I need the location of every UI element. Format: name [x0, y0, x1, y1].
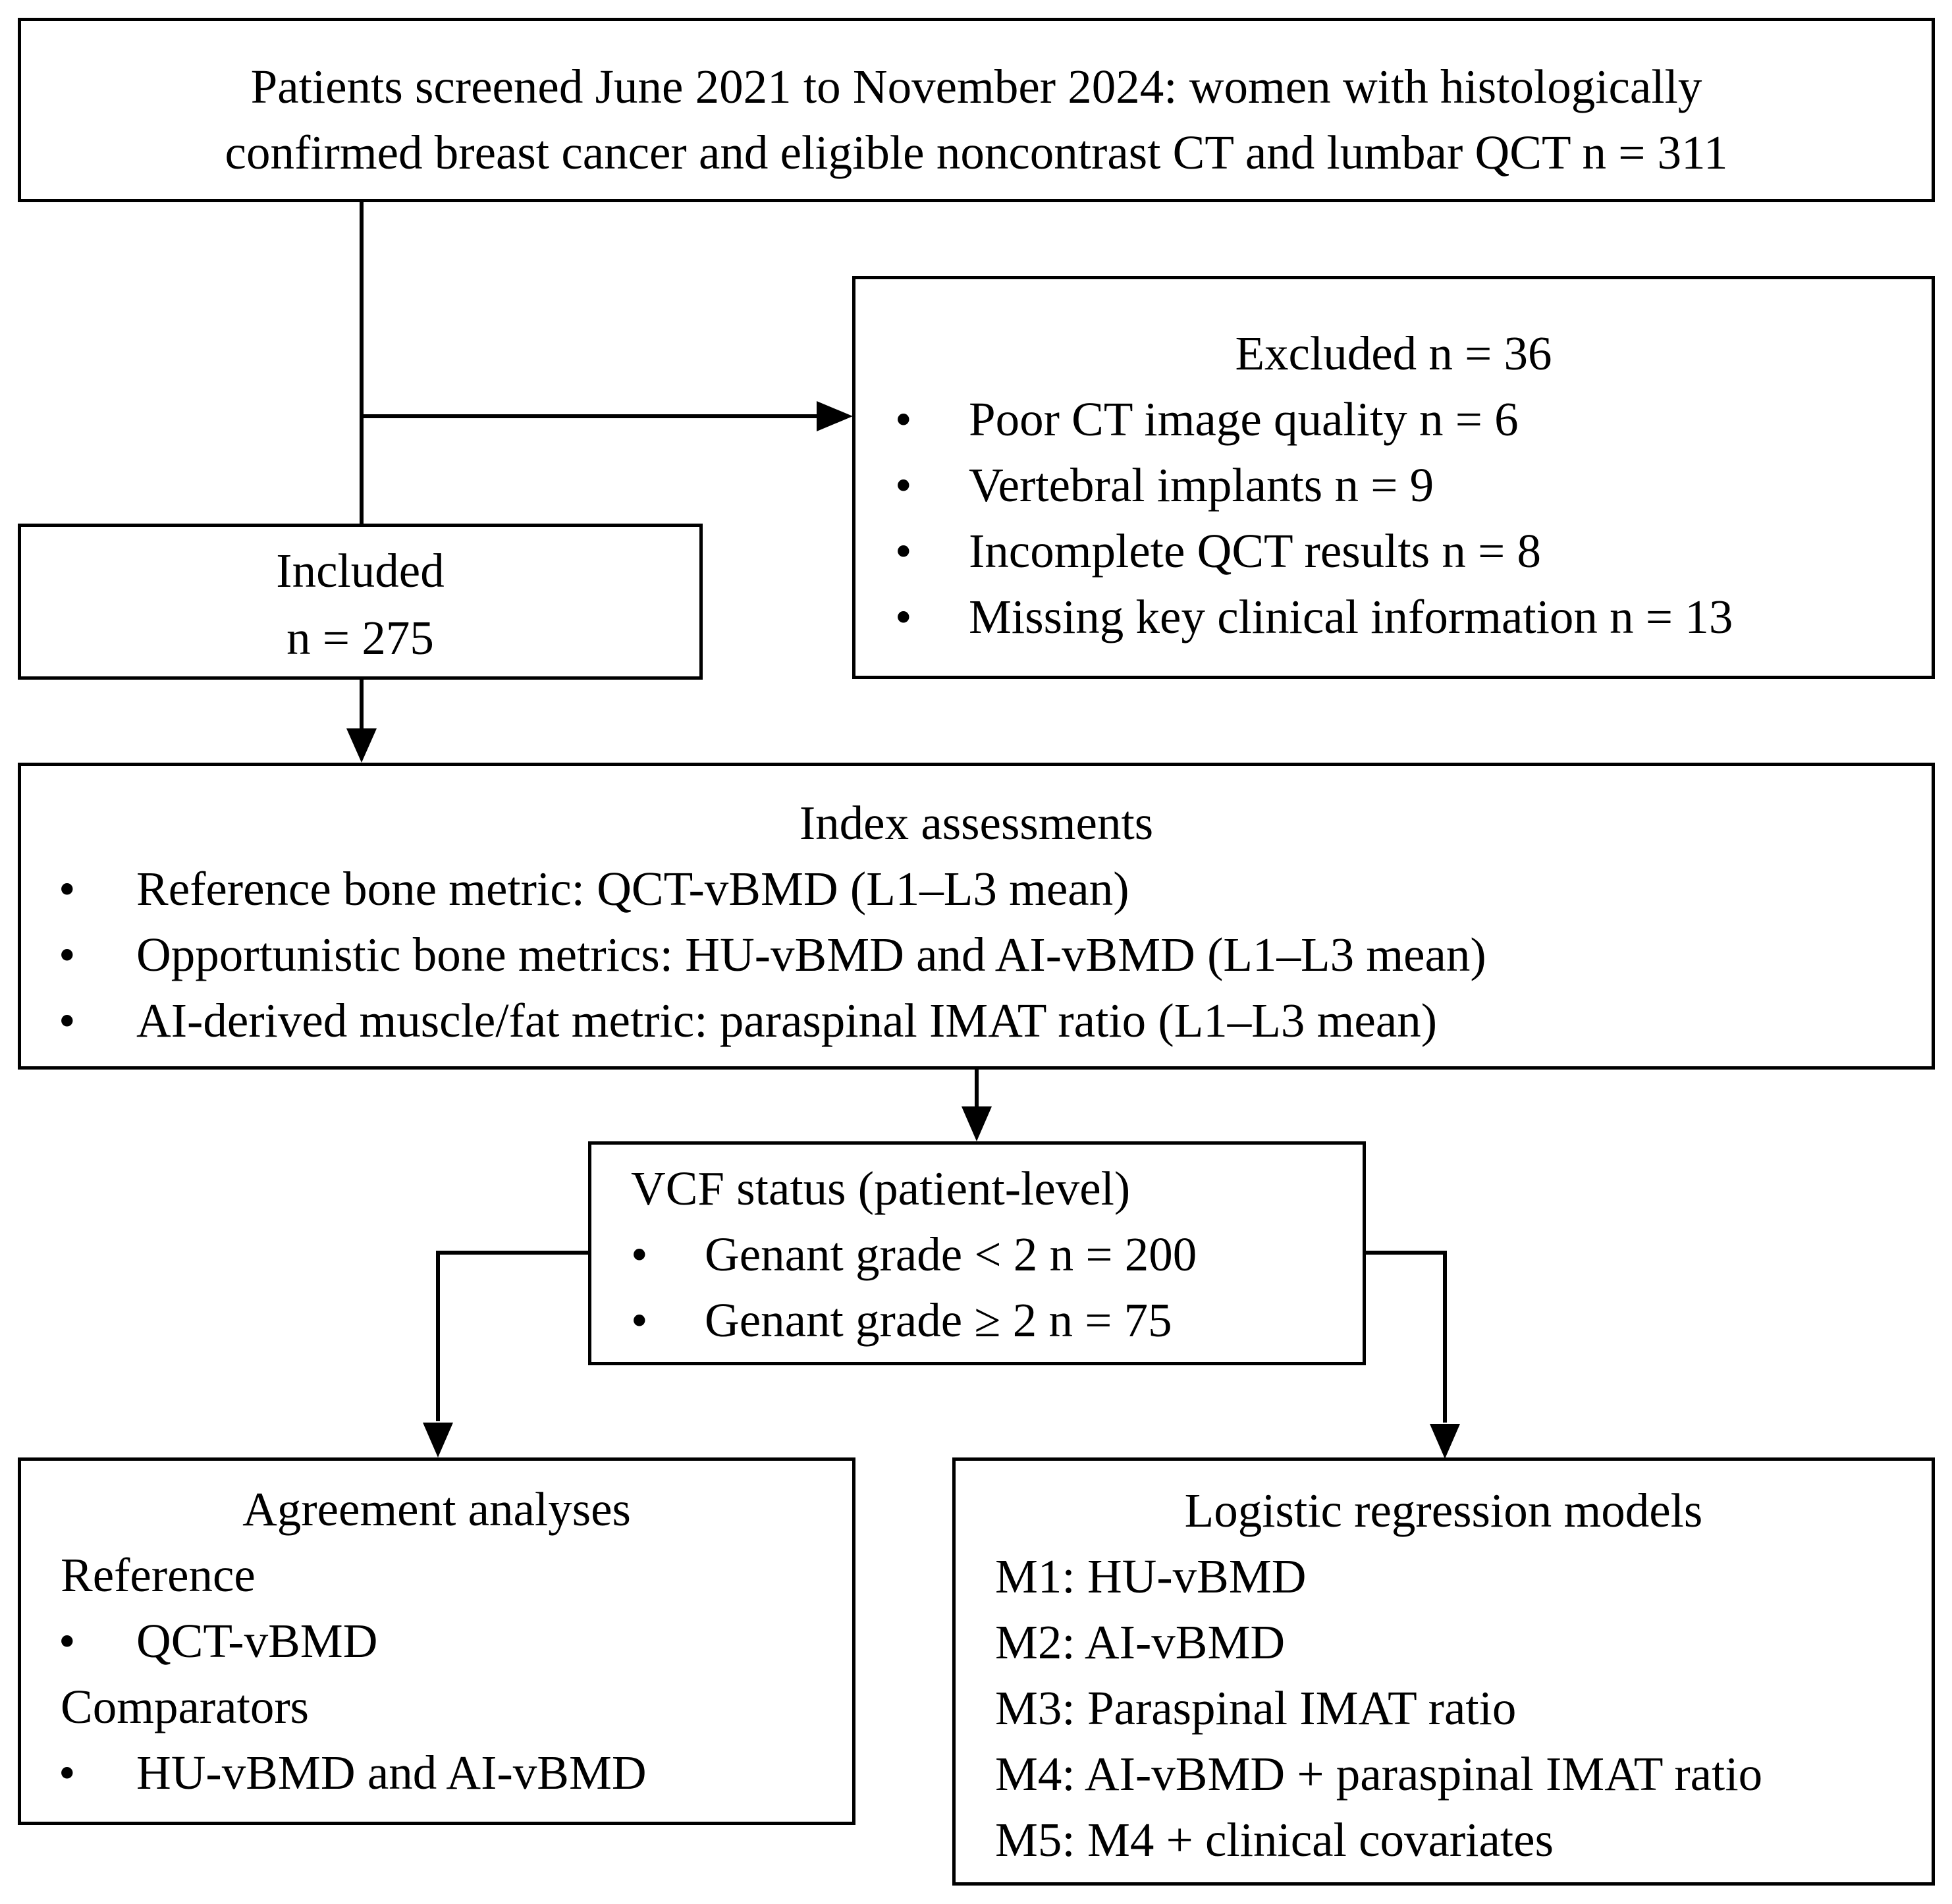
agreement-bullet-1: •: [59, 1614, 76, 1668]
index-item-2: Opportunistic bone metrics: HU-vBMD and …: [136, 928, 1486, 981]
arrowhead-agreement: [423, 1423, 453, 1457]
excluded-bullet-1: •: [895, 393, 912, 446]
logistic-box: Logistic regression models M1: HU-vBMD M…: [952, 1457, 1935, 1886]
index-bullet-3: •: [59, 994, 76, 1047]
arrowhead-excluded: [817, 401, 853, 431]
included-box: Included n = 275: [18, 524, 703, 680]
screening-line-1: Patients screened June 2021 to November …: [250, 60, 1702, 113]
agreement-comparators-label: Comparators: [61, 1680, 310, 1733]
connector-vcf-to-logistic: [1366, 1251, 1447, 1423]
logistic-model-2: M2: AI-vBMD: [995, 1616, 1286, 1669]
excluded-item-3: Incomplete QCT results n = 8: [969, 524, 1542, 578]
excluded-item-4: Missing key clinical information n = 13: [969, 590, 1733, 643]
vcf-status-box: VCF status (patient-level) • Genant grad…: [588, 1141, 1366, 1365]
excluded-box: Excluded n = 36 • Poor CT image quality …: [852, 276, 1935, 679]
index-item-3: AI-derived muscle/fat metric: paraspinal…: [136, 994, 1438, 1047]
vcf-bullet-2: •: [631, 1293, 648, 1347]
logistic-model-5: M5: M4 + clinical covariates: [995, 1813, 1554, 1866]
excluded-bullet-3: •: [895, 524, 912, 578]
included-count: n = 275: [286, 611, 434, 665]
agreement-reference-item: QCT-vBMD: [136, 1614, 378, 1668]
logistic-model-3: M3: Paraspinal IMAT ratio: [995, 1681, 1517, 1735]
index-item-1: Reference bone metric: QCT-vBMD (L1–L3 m…: [136, 862, 1129, 915]
excluded-item-1: Poor CT image quality n = 6: [969, 393, 1519, 446]
logistic-title: Logistic regression models: [1184, 1484, 1703, 1537]
agreement-comparators-item: HU-vBMD and AI-vBMD: [136, 1746, 647, 1799]
excluded-bullet-2: •: [895, 458, 912, 512]
vcf-item-2: Genant grade ≥ 2 n = 75: [705, 1293, 1172, 1347]
agreement-box: Agreement analyses Reference • QCT-vBMD …: [18, 1457, 855, 1825]
arrowhead-logistic: [1430, 1424, 1460, 1459]
arrowhead-index: [346, 728, 377, 763]
screening-line-2: confirmed breast cancer and eligible non…: [225, 126, 1728, 179]
index-bullet-1: •: [59, 862, 76, 915]
vcf-item-1: Genant grade < 2 n = 200: [705, 1228, 1197, 1281]
vcf-bullet-1: •: [631, 1228, 648, 1281]
logistic-model-1: M1: HU-vBMD: [995, 1550, 1307, 1603]
screening-box: Patients screened June 2021 to November …: [18, 18, 1935, 202]
index-assessments-box: Index assessments • Reference bone metri…: [18, 763, 1935, 1070]
index-title: Index assessments: [799, 796, 1154, 850]
index-bullet-2: •: [59, 928, 76, 981]
connector-vcf-to-agreement: [436, 1251, 588, 1421]
agreement-reference-label: Reference: [61, 1548, 256, 1602]
excluded-bullet-4: •: [895, 590, 912, 643]
excluded-title: Excluded n = 36: [1235, 327, 1552, 380]
excluded-item-2: Vertebral implants n = 9: [969, 458, 1434, 512]
arrowhead-vcf: [962, 1106, 992, 1141]
agreement-bullet-2: •: [59, 1746, 76, 1799]
agreement-title: Agreement analyses: [242, 1482, 631, 1536]
included-label: Included: [276, 544, 445, 597]
logistic-model-4: M4: AI-vBMD + paraspinal IMAT ratio: [995, 1747, 1763, 1801]
vcf-title: VCF status (patient-level): [631, 1162, 1131, 1215]
